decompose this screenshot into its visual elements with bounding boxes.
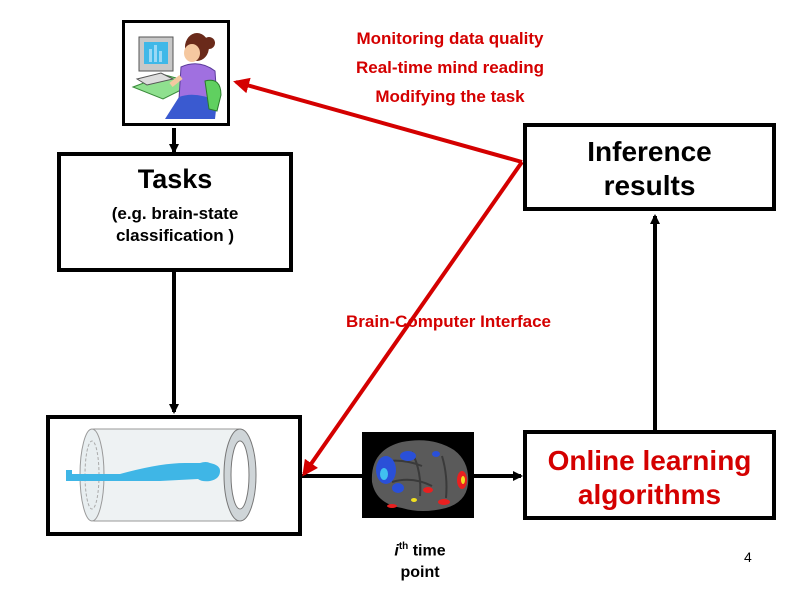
inference-line-2: results — [603, 170, 696, 201]
tasks-subtitle-2: classification ) — [115, 226, 235, 245]
tasks-box: Tasks (e.g. brain-state classification ) — [57, 152, 293, 272]
time-point-sup: th — [398, 541, 409, 552]
red-arrow-to-user — [233, 77, 523, 164]
tasks-subtitle-1: (e.g. brain-state — [111, 204, 239, 223]
inference-results-box: Inference results — [523, 123, 776, 211]
scanner-box — [46, 415, 302, 536]
feedback-label-mind-reading: Real-time mind reading — [356, 58, 544, 77]
time-point-word: time — [412, 542, 446, 560]
page-number: 4 — [744, 549, 752, 565]
red-arrow-to-scanner — [302, 160, 524, 477]
tasks-title: Tasks — [137, 164, 213, 194]
time-point-i: i — [394, 542, 399, 560]
online-line-1: Online learning — [547, 445, 752, 476]
inference-line-1: Inference — [587, 136, 712, 167]
online-line-2: algorithms — [577, 479, 722, 510]
person-at-computer-icon — [131, 33, 222, 119]
time-point-line2: point — [400, 564, 440, 582]
feedback-labels: Monitoring data quality Real-time mind r… — [300, 24, 600, 111]
brain-image — [362, 432, 474, 518]
feedback-label-modifying-task: Modifying the task — [375, 87, 525, 106]
bci-label: Brain-Computer Interface — [346, 312, 551, 331]
user-image-frame — [122, 20, 230, 126]
online-learning-box: Online learning algorithms — [523, 430, 776, 520]
feedback-label-monitoring: Monitoring data quality — [356, 29, 544, 48]
time-point-label: ith time point — [370, 536, 470, 584]
mri-scanner-icon — [66, 428, 257, 522]
brain-activation-map-icon — [371, 440, 469, 511]
